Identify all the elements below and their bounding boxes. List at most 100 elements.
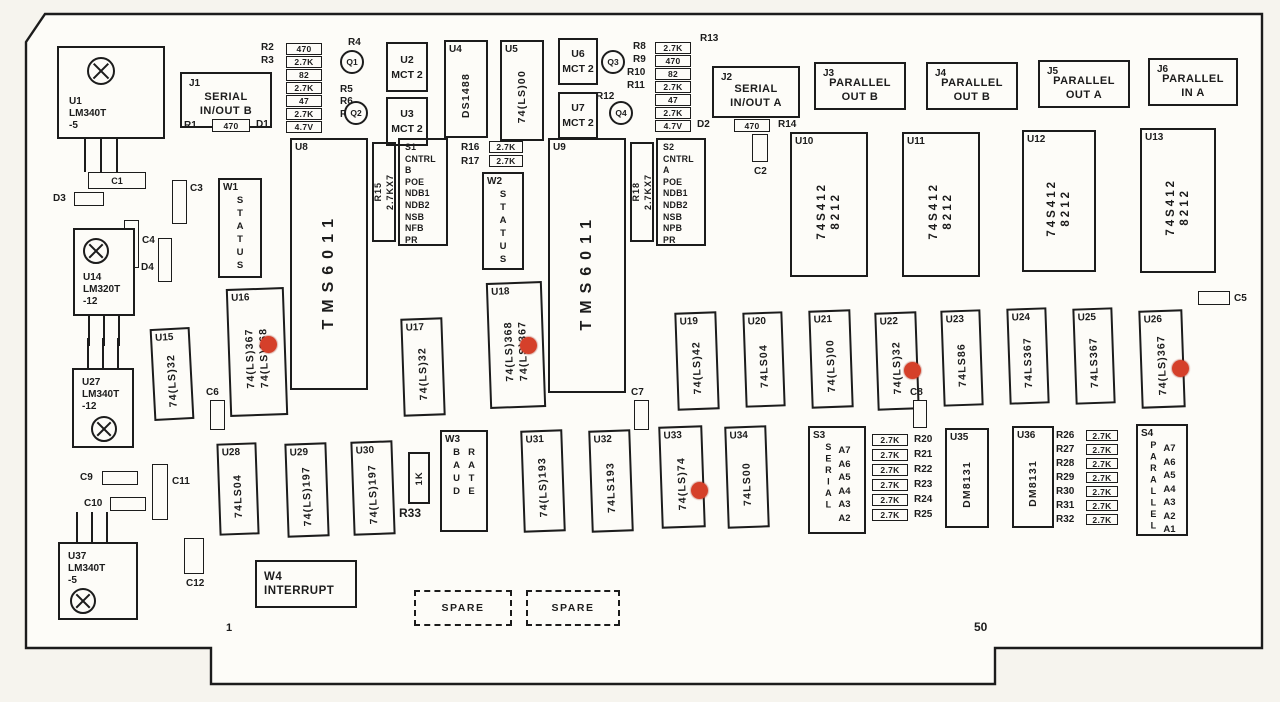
text-label: R1 (184, 120, 197, 131)
ref-designator: U9 (553, 142, 566, 153)
component-d4 (158, 238, 172, 282)
part-text: 74(LS)00 (502, 55, 542, 139)
part-number: DM8131 (1027, 460, 1039, 507)
part-text: DM8131 (947, 443, 987, 526)
part-text-line: MCT 2 (562, 63, 594, 75)
text-label: R25 (914, 509, 933, 520)
component-pin (91, 512, 93, 542)
ref-designator: U12 (1027, 134, 1046, 145)
red-marker-dot (904, 362, 921, 379)
ref-designator: U35 (950, 432, 969, 443)
part-text: TMS6011 (292, 153, 366, 388)
part-text: 74(LS)197 (353, 455, 394, 533)
component-text-line: -12 (82, 401, 97, 412)
text-label: R14 (778, 119, 797, 130)
component-pin (102, 338, 104, 368)
component-c8 (913, 400, 927, 428)
part-text-line: IN/OUT A (730, 97, 782, 109)
ref-designator: J1 (189, 78, 201, 89)
red-marker-dot (260, 336, 277, 353)
part-number: 74S412 (928, 182, 940, 240)
resistor-value-box: 2.7K (1086, 486, 1118, 497)
component-text-line: LM340T (82, 389, 120, 400)
text-label: C12 (186, 578, 205, 589)
switch-item: A3 (838, 499, 851, 510)
text-label: C4 (142, 235, 155, 246)
text-label: C8 (910, 387, 923, 398)
component-c7 (634, 400, 649, 430)
part-text: SPARE (416, 592, 510, 624)
resistor-value-box: 47 (286, 95, 322, 107)
part-text: 74(LS)193 (523, 444, 564, 530)
part-text-line: PARALLEL (1053, 75, 1115, 87)
component-spare1: SPARE (414, 590, 512, 626)
text-label: C9 (80, 472, 93, 483)
part-text-line: MCT 2 (391, 123, 423, 135)
resistor-value-box: 82 (286, 69, 322, 81)
ref-designator: U5 (505, 44, 518, 55)
switch-item: A7 (838, 445, 851, 456)
part-number: 74(LS)42 (690, 340, 705, 395)
part-text-line: NDB2 (663, 199, 688, 210)
part-text-line: PR (405, 234, 418, 245)
component-pin (88, 316, 90, 346)
part-number: DS1488 (460, 72, 472, 119)
text-label: R9 (633, 54, 646, 65)
part-number: 74(LS)197 (300, 466, 315, 527)
part-text: 74(LS)00 (811, 324, 852, 406)
part-text-line: U3 (400, 108, 414, 120)
resistor-value-box: 2.7K (872, 509, 908, 521)
part-text: 74(LS)36874(LS)367 (488, 296, 544, 407)
part-number: 74LS367 (1087, 336, 1102, 389)
switch-item: A4 (1163, 483, 1176, 495)
part-text-line: CNTRL (405, 153, 436, 164)
part-number: 74LS04 (757, 343, 771, 389)
ref-designator: U8 (295, 142, 308, 153)
ref-designator: W3 (445, 434, 460, 445)
text-label: R30 (1056, 486, 1075, 497)
component-pin (76, 512, 78, 542)
component-r33: 1K (408, 452, 430, 504)
part-number: DM8131 (961, 461, 973, 508)
ref-designator: J2 (721, 72, 733, 83)
component-c12 (184, 538, 204, 574)
part-number: 8212 (830, 192, 842, 230)
part-text: 1K (410, 454, 428, 502)
text-label: R11 (627, 80, 645, 91)
part-number: R15 (373, 182, 383, 202)
ref-designator: W1 (223, 182, 238, 193)
text-label: R33 (399, 506, 422, 520)
resistor-value-box: 82 (655, 68, 691, 80)
part-text-line: NSB (405, 211, 425, 222)
ref-designator: J6 (1157, 64, 1169, 75)
part-text-line: OUT B (953, 91, 991, 103)
text-label: C3 (190, 183, 203, 194)
part-text: 74(LS)32 (152, 342, 192, 419)
part-text: 74LS04 (745, 326, 784, 405)
part-text-line: NFB (405, 223, 424, 234)
ref-designator: S3 (813, 430, 826, 441)
component-pin (103, 316, 105, 346)
text-label: D2 (697, 119, 710, 130)
text-label: R10 (627, 67, 646, 78)
